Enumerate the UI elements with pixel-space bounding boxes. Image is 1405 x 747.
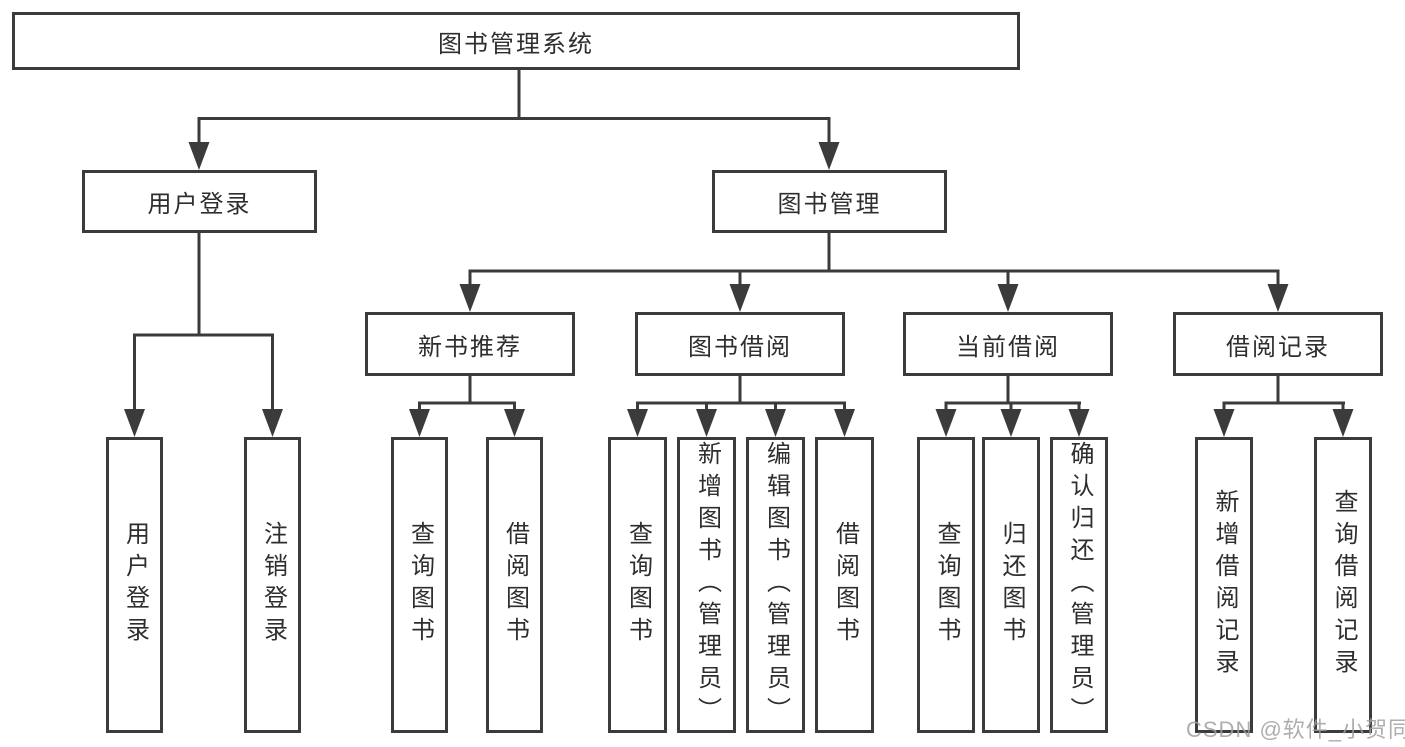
node-label: 图书管理 <box>777 191 882 218</box>
node-label: 图书借阅 <box>688 333 792 361</box>
node-book-borrow: 图书借阅 <box>635 312 845 376</box>
csdn-watermark: CSDN @软件_小贺同学 <box>1186 717 1405 742</box>
leaf-label: 借阅图书 <box>831 521 859 649</box>
leaf-label: 用户登录 <box>121 521 149 649</box>
leaf-label: 查询借阅记录 <box>1330 489 1357 681</box>
leaf-user-login: 用户登录 <box>106 437 163 733</box>
node-user-login: 用户登录 <box>82 170 317 233</box>
node-label: 新书推荐 <box>418 333 522 361</box>
node-book-management: 图书管理 <box>712 170 947 233</box>
leaf-confirm-return-admin: 确认归还（管理员） <box>1050 437 1108 733</box>
leaf-query-books-recommend: 查询图书 <box>391 437 448 733</box>
leaf-label: 查询图书 <box>624 521 652 649</box>
connector-root-to-level2 <box>188 70 840 170</box>
leaf-label: 新增图书（管理员） <box>693 441 721 729</box>
node-label: 用户登录 <box>147 191 252 218</box>
leaf-add-books-admin: 新增图书（管理员） <box>677 437 736 733</box>
leaf-return-books: 归还图书 <box>982 437 1040 733</box>
leaf-label: 查询图书 <box>406 521 434 649</box>
leaf-label: 注销登录 <box>259 521 287 649</box>
node-library-management-system: 图书管理系统 <box>12 12 1020 70</box>
leaf-borrow-books-recommend: 借阅图书 <box>486 437 543 733</box>
leaf-label: 查询图书 <box>933 521 960 649</box>
node-label: 借阅记录 <box>1226 333 1330 361</box>
node-label: 当前借阅 <box>956 333 1060 361</box>
connector-recommend-to-leaves <box>409 376 525 437</box>
connector-borrow-to-leaves <box>627 376 855 437</box>
node-label: 图书管理系统 <box>438 30 594 58</box>
leaf-add-borrow-record: 新增借阅记录 <box>1195 437 1253 733</box>
leaf-label: 归还图书 <box>998 521 1025 649</box>
leaf-label: 编辑图书（管理员） <box>762 441 790 729</box>
connector-current-to-leaves <box>935 376 1090 437</box>
connector-login-to-leaves <box>124 233 283 437</box>
leaf-borrow-books: 借阅图书 <box>815 437 874 733</box>
node-new-book-recommend: 新书推荐 <box>365 312 575 376</box>
leaf-query-books-borrow: 查询图书 <box>608 437 667 733</box>
connector-management-to-level3 <box>459 233 1289 312</box>
node-borrow-records: 借阅记录 <box>1173 312 1383 376</box>
leaf-query-borrow-record: 查询借阅记录 <box>1314 437 1372 733</box>
leaf-logout: 注销登录 <box>244 437 301 733</box>
connector-records-to-leaves <box>1213 376 1354 437</box>
leaf-query-books-current: 查询图书 <box>917 437 975 733</box>
leaf-label: 确认归还（管理员） <box>1066 441 1093 729</box>
leaf-label: 借阅图书 <box>501 521 529 649</box>
leaf-edit-books-admin: 编辑图书（管理员） <box>746 437 805 733</box>
leaf-label: 新增借阅记录 <box>1211 489 1238 681</box>
node-current-borrow: 当前借阅 <box>903 312 1113 376</box>
